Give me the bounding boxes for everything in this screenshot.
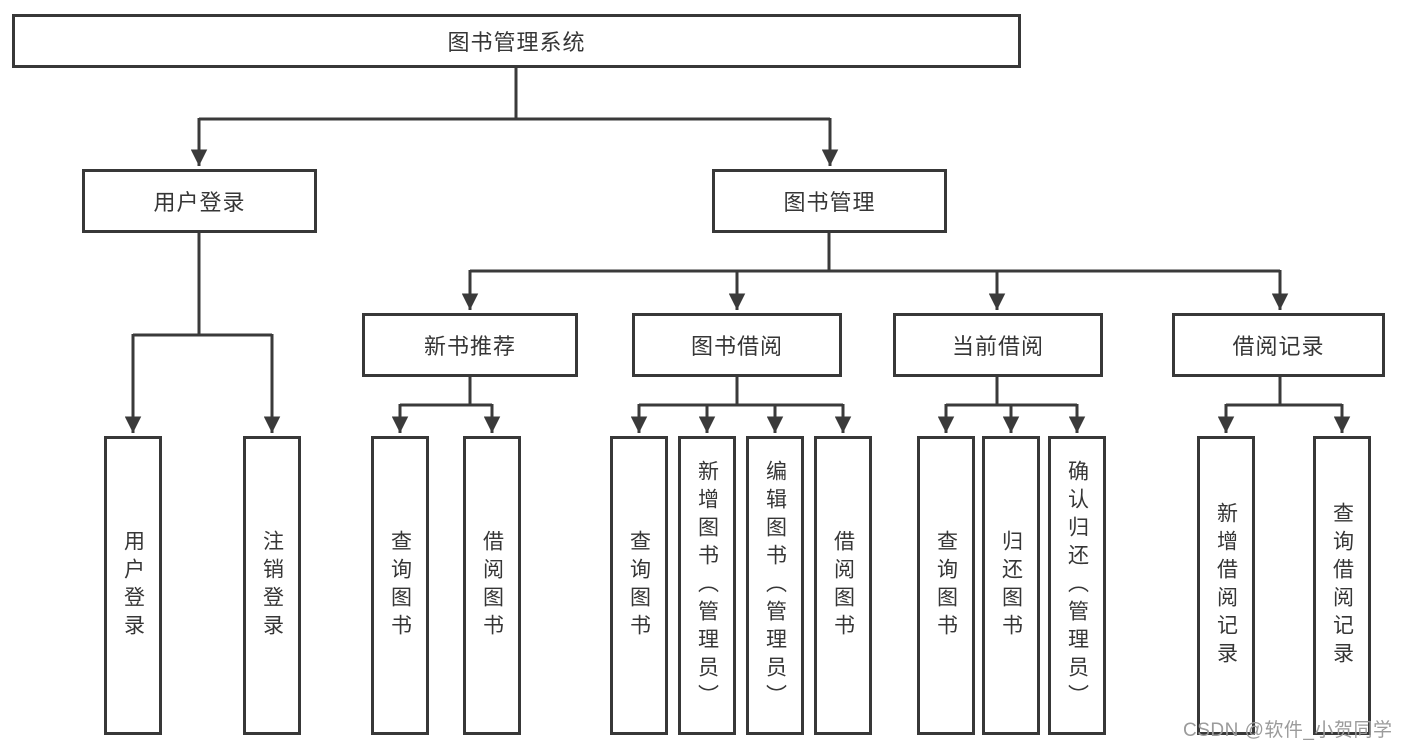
node-new-book-recommendation: 新书推荐: [362, 313, 578, 377]
node-label: 图书借阅: [690, 334, 783, 359]
node-user-login: 用户登录: [82, 169, 317, 233]
leaf-confirm-return-admin: 确认归还（管理员）: [1048, 436, 1106, 735]
leaf-logout: 注销登录: [243, 436, 301, 735]
leaf-user-login: 用户登录: [104, 436, 162, 735]
node-current-borrowing: 当前借阅: [893, 313, 1103, 377]
node-label: 借阅图书: [831, 529, 855, 642]
node-label: 用户登录: [121, 529, 145, 642]
leaf-add-borrow-record: 新增借阅记录: [1197, 436, 1255, 735]
node-label: 编辑图书（管理员）: [763, 459, 787, 712]
node-label: 查询借阅记录: [1330, 501, 1354, 670]
node-label: 新增图书（管理员）: [695, 459, 719, 712]
node-label: 确认归还（管理员）: [1065, 459, 1089, 712]
node-label: 借阅图书: [480, 529, 504, 642]
node-label: 借阅记录: [1232, 334, 1325, 359]
leaf-query-books-borrow: 查询图书: [610, 436, 668, 735]
node-label: 查询图书: [627, 529, 651, 642]
node-label: 用户登录: [153, 190, 246, 215]
node-label: 查询图书: [934, 529, 958, 642]
node-borrowing-records: 借阅记录: [1172, 313, 1385, 377]
node-label: 图书管理: [783, 190, 876, 215]
leaf-add-books-admin: 新增图书（管理员）: [678, 436, 736, 735]
leaf-query-books-current: 查询图书: [917, 436, 975, 735]
leaf-query-books-recommend: 查询图书: [371, 436, 429, 735]
node-book-management: 图书管理: [712, 169, 947, 233]
leaf-edit-books-admin: 编辑图书（管理员）: [746, 436, 804, 735]
node-label: 新增借阅记录: [1214, 501, 1238, 670]
csdn-watermark: CSDN @软件_小贺同学: [1183, 720, 1393, 741]
node-label: 图书管理系统: [447, 30, 586, 55]
node-label: 注销登录: [260, 529, 284, 642]
node-book-borrowing: 图书借阅: [632, 313, 842, 377]
node-label: 当前借阅: [951, 334, 1044, 359]
leaf-query-borrow-record: 查询借阅记录: [1313, 436, 1371, 735]
node-label: 归还图书: [999, 529, 1023, 642]
leaf-borrow-books: 借阅图书: [814, 436, 872, 735]
leaf-return-books: 归还图书: [982, 436, 1040, 735]
node-label: 新书推荐: [423, 334, 516, 359]
node-label: 查询图书: [388, 529, 412, 642]
leaf-borrow-books-recommend: 借阅图书: [463, 436, 521, 735]
node-library-management-system: 图书管理系统: [12, 14, 1021, 68]
